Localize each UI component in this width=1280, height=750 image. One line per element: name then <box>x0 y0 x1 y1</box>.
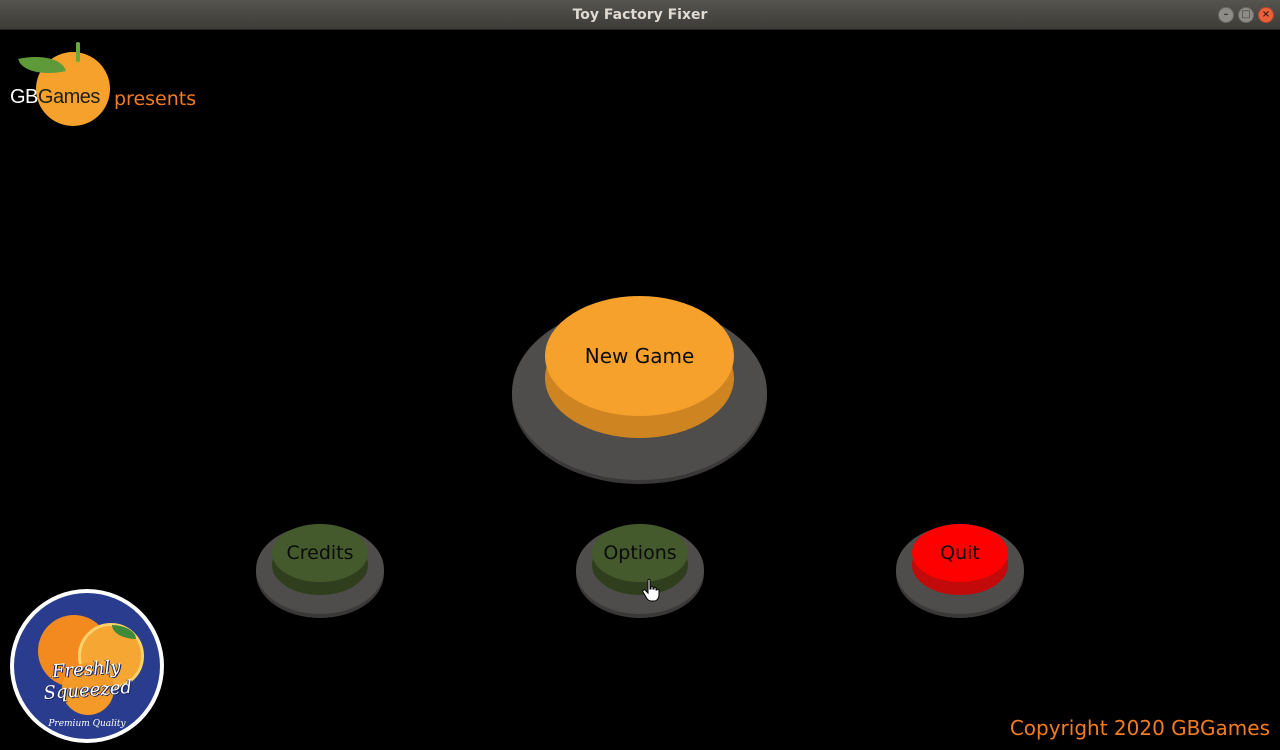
credits-label: Credits <box>286 542 354 564</box>
credits-button[interactable]: Credits <box>272 524 368 582</box>
options-label: Options <box>603 542 677 564</box>
quit-button[interactable]: Quit <box>912 524 1008 582</box>
stem-icon <box>76 42 80 62</box>
badge-background: Freshly Squeezed Premium Quality <box>14 593 160 739</box>
title-bar[interactable]: Toy Factory Fixer – □ × <box>0 0 1280 30</box>
close-button[interactable]: × <box>1258 7 1274 23</box>
logo-games: Games <box>37 86 100 108</box>
new-game-label: New Game <box>584 344 695 368</box>
orange-icon <box>62 663 114 715</box>
freshly-squeezed-badge: Freshly Squeezed Premium Quality <box>10 589 164 743</box>
copyright-text: Copyright 2020 GBGames <box>1009 716 1270 740</box>
hand-cursor-icon <box>642 578 660 602</box>
options-button[interactable]: Options <box>592 524 688 582</box>
logo-gb: GB <box>10 86 38 108</box>
badge-title: Freshly Squeezed <box>42 656 133 705</box>
logo-wordmark: GBGames <box>10 86 100 109</box>
maximize-button[interactable]: □ <box>1238 7 1254 23</box>
close-icon: × <box>1261 9 1271 20</box>
presents-text: presents <box>114 88 197 110</box>
maximize-icon: □ <box>1241 9 1251 20</box>
quit-label: Quit <box>940 542 980 564</box>
gbgames-logo: GBGames presents <box>10 40 200 130</box>
window-title: Toy Factory Fixer <box>572 7 708 23</box>
minimize-button[interactable]: – <box>1218 7 1234 23</box>
new-game-button[interactable]: New Game <box>545 296 734 416</box>
minimize-icon: – <box>1223 9 1229 20</box>
badge-subtitle: Premium Quality <box>48 719 126 729</box>
